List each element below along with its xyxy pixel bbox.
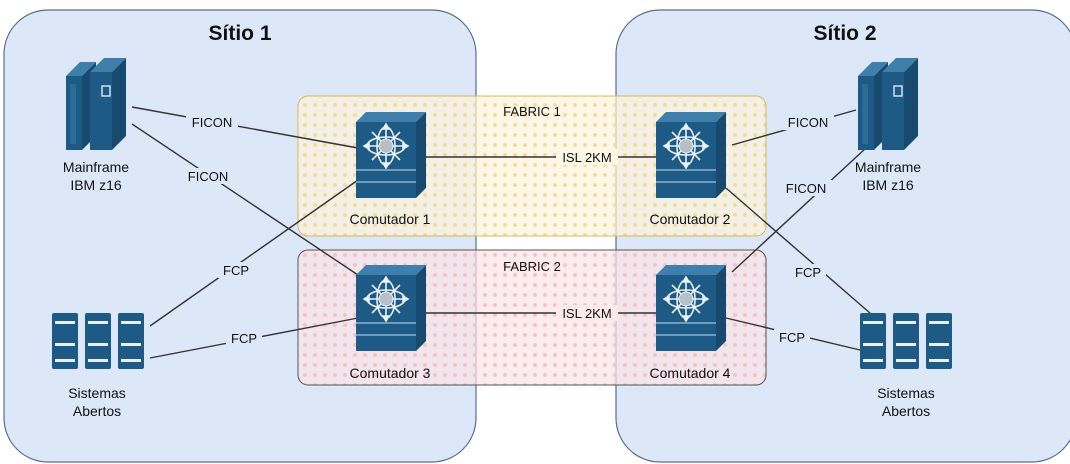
svg-text:ISL 2KM: ISL 2KM [562,306,611,321]
server-rack-icon [860,313,952,369]
site-1-title: Sítio 1 [208,22,271,45]
mainframe-icon [65,57,127,151]
mainframe-2: Mainframe IBM z16 [855,57,921,193]
switch-1: Comutador 1 [350,111,431,227]
link-label-os2-sw4: FCP [774,329,810,345]
open-systems-2-label-line2: Abertos [882,403,930,419]
svg-text:FCP: FCP [795,265,821,280]
svg-text:FICON: FICON [192,115,232,130]
switch-4-label: Comutador 4 [650,365,731,381]
switch-3: Comutador 3 [350,264,431,381]
fabric-1-label: FABRIC 1 [503,104,561,119]
svg-text:FICON: FICON [786,181,826,196]
link-label-os1-sw1: FCP [218,262,254,278]
link-label-mf2-sw4: FICON [780,180,832,196]
site-2-title: Sítio 2 [813,22,876,45]
svg-text:FICON: FICON [188,169,228,184]
link-mf1-sw1 [131,106,359,149]
mainframe-2-label-line1: Mainframe [855,159,921,175]
open-systems-1-label-line2: Abertos [73,403,121,419]
fabric-switch-icon [355,111,427,199]
switch-3-label: Comutador 3 [350,365,431,381]
mainframe-2-label-line2: IBM z16 [862,177,914,193]
mainframe-icon [857,57,919,151]
link-label-sw1-sw2: ISL 2KM [556,149,618,165]
link-label-mf1-sw3: FICON [182,168,234,184]
open-systems-2: Sistemas Abertos [860,313,952,419]
link-label-os2-sw2: FCP [790,264,826,280]
open-systems-2-label-line1: Sistemas [877,385,935,401]
fabric-switch-icon [355,264,427,352]
mainframe-1: Mainframe IBM z16 [63,57,129,193]
server-rack-icon [52,313,144,369]
link-os2-sw2 [725,187,879,321]
link-label-mf2-sw2: FICON [782,114,834,130]
switch-2: Comutador 2 [650,111,731,227]
fabric-switch-icon [655,264,727,352]
svg-text:FCP: FCP [231,331,257,346]
link-label-sw3-sw4: ISL 2KM [556,305,618,321]
link-os1-sw1 [149,179,359,327]
mainframe-1-label-line1: Mainframe [63,159,129,175]
switch-4: Comutador 4 [650,264,731,381]
switch-2-label: Comutador 2 [650,211,731,227]
link-label-mf1-sw1: FICON [186,114,238,130]
mainframe-1-label-line2: IBM z16 [70,177,122,193]
open-systems-1: Sistemas Abertos [52,313,144,419]
svg-text:FICON: FICON [788,115,828,130]
open-systems-1-label-line1: Sistemas [68,385,126,401]
link-mf1-sw3 [131,123,359,276]
link-mf2-sw4 [731,147,867,273]
svg-text:FCP: FCP [223,263,249,278]
svg-text:ISL 2KM: ISL 2KM [562,150,611,165]
switch-1-label: Comutador 1 [350,211,431,227]
fabric-2-label: FABRIC 2 [503,259,561,274]
svg-text:FCP: FCP [779,330,805,345]
link-label-os1-sw3: FCP [226,330,262,346]
fabric-switch-icon [655,111,727,199]
